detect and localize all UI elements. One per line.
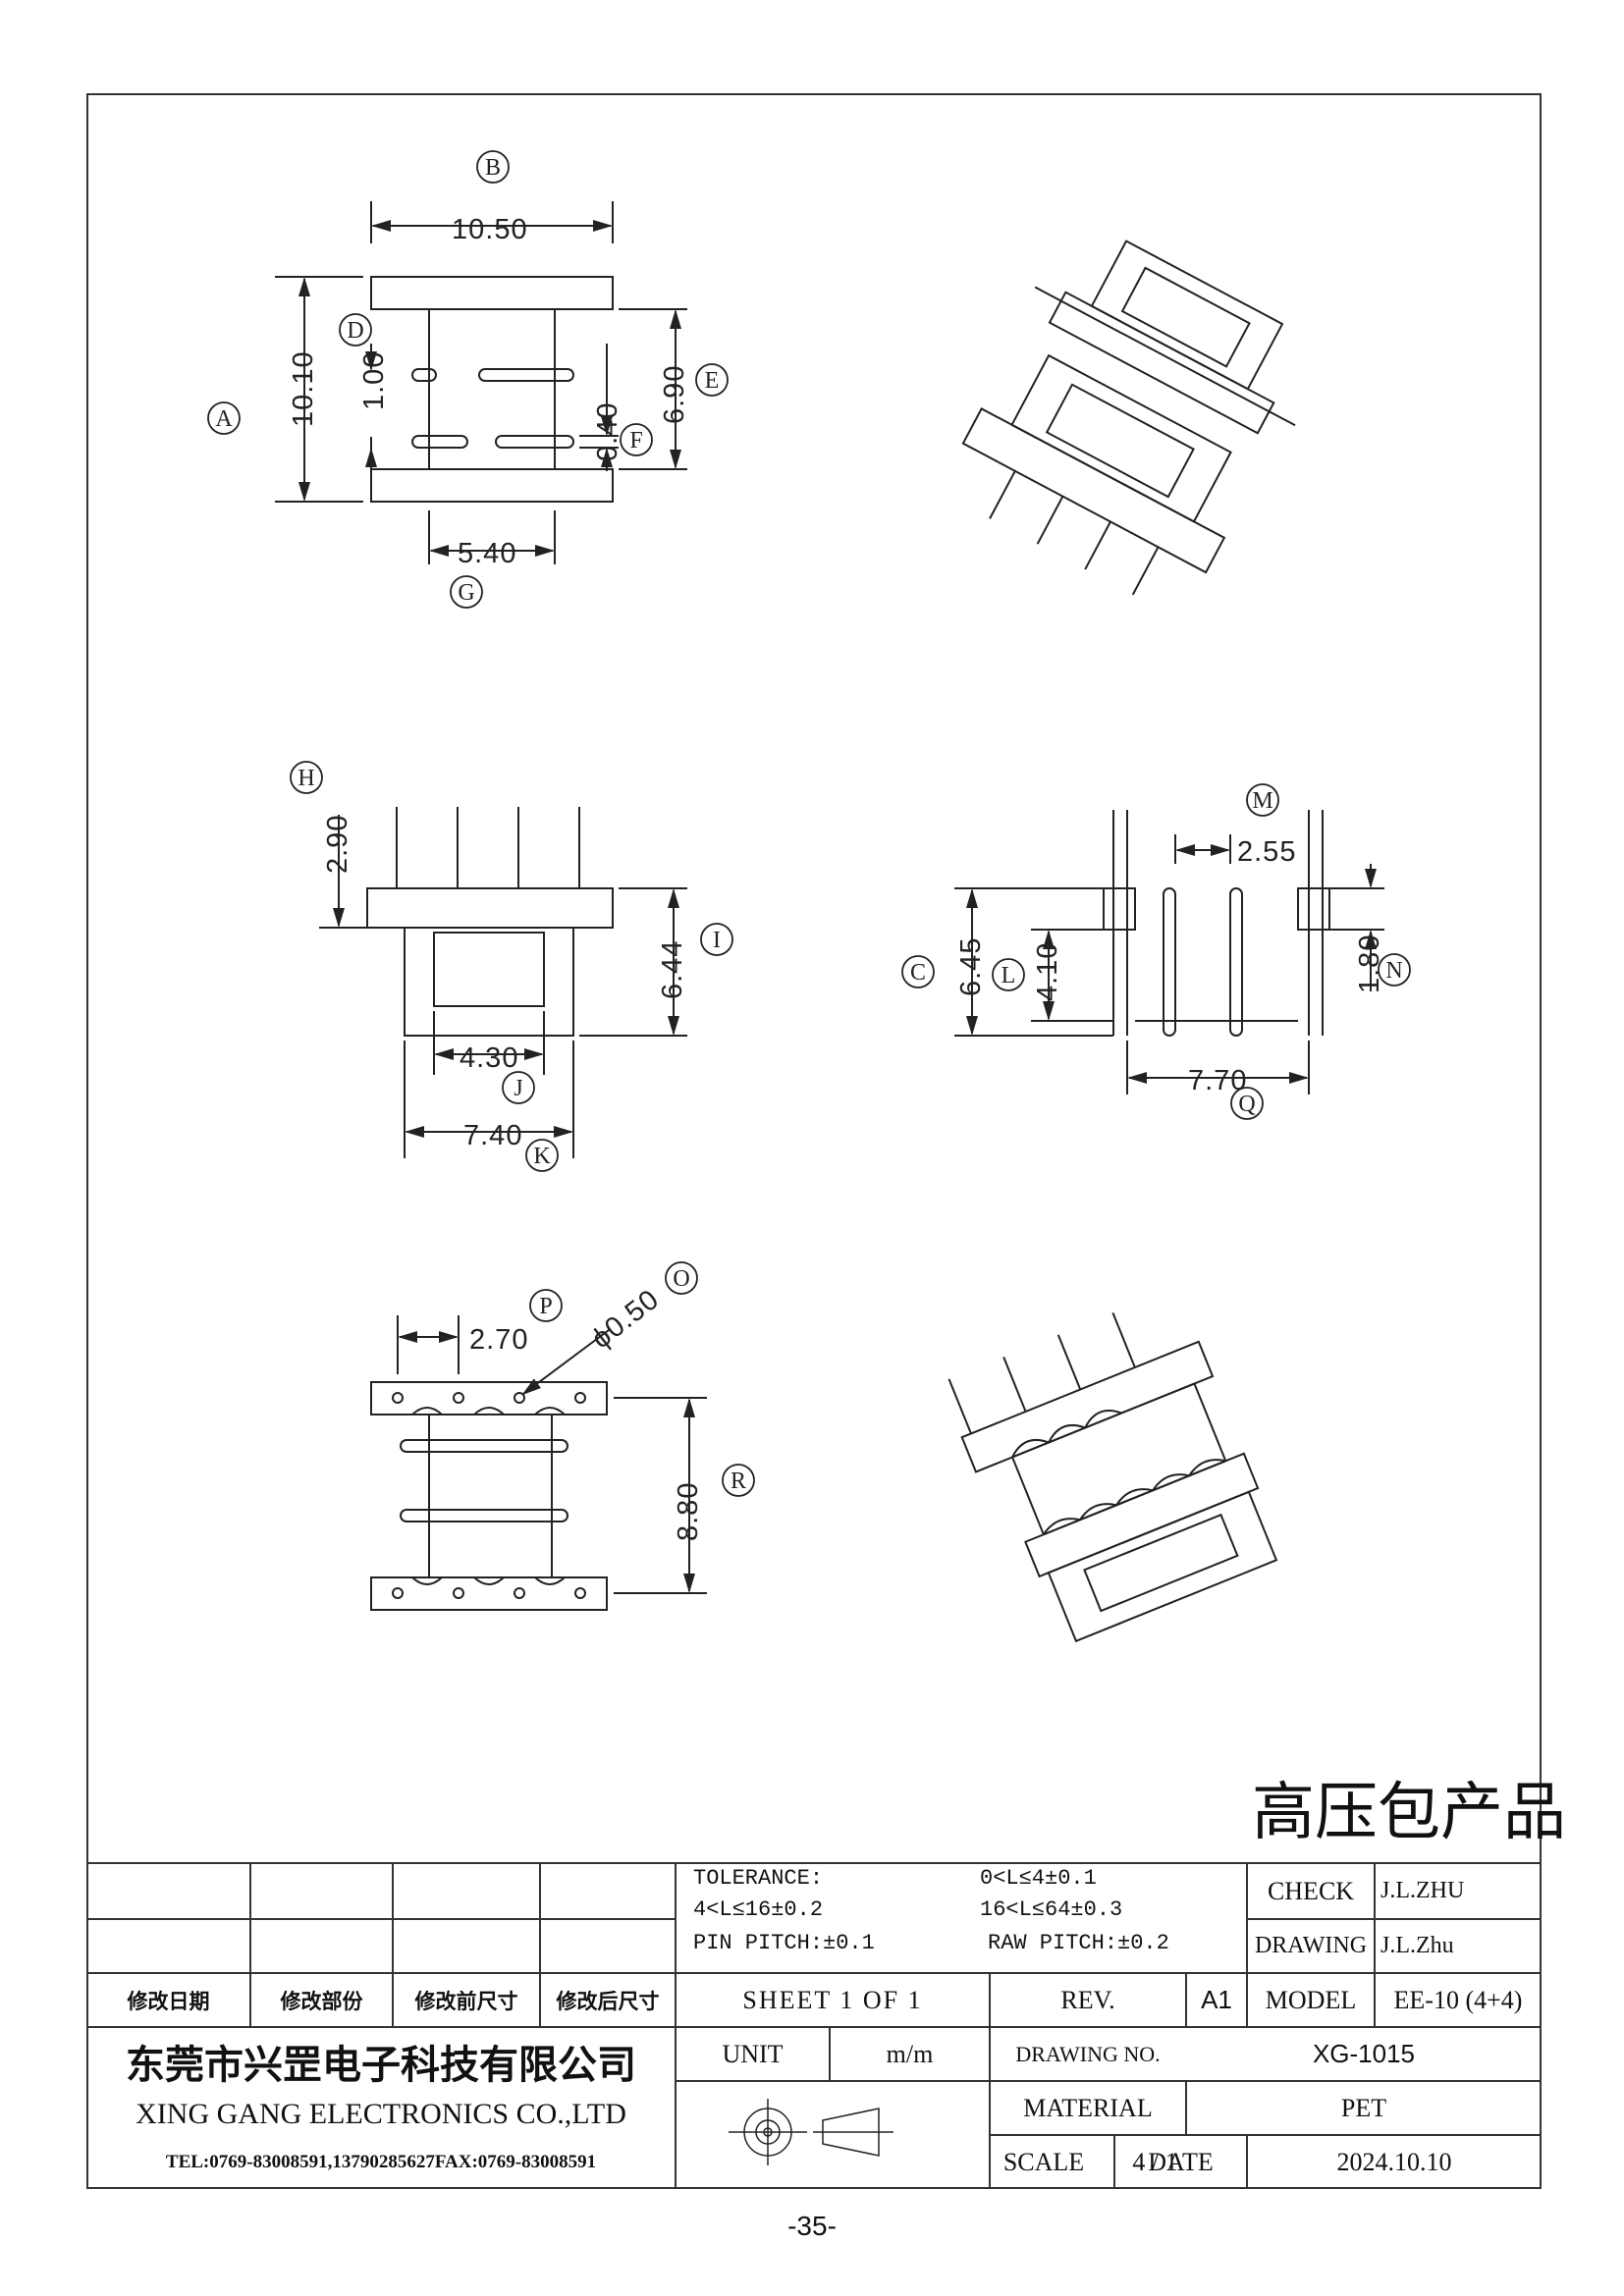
label-O: O [673, 1266, 689, 1292]
title-block-grid [86, 1862, 1542, 2189]
label-A: A [215, 406, 233, 432]
company-contact: TEL:0769-83008591,13790285627FAX:0769-83… [165, 2152, 597, 2172]
dim-O: ϕ0.50 [586, 1283, 666, 1355]
label-H: H [298, 766, 314, 791]
company-name-cn: 东莞市兴罡电子科技有限公司 [126, 2042, 636, 2088]
isometric-view-bottom [947, 1312, 1278, 1643]
label-C: C [910, 960, 926, 986]
isometric-view-top [961, 240, 1296, 596]
dim-J: 4.30 [460, 1042, 518, 1074]
date-value: 2024.10.10 [1336, 2147, 1452, 2176]
model-value: EE-10 (4+4) [1393, 1985, 1523, 2014]
label-G: G [458, 580, 474, 606]
scale-value: 4 / 1 [1132, 2147, 1178, 2176]
rev-label: REV. [1060, 1985, 1115, 2014]
dim-P: 2.70 [469, 1324, 528, 1356]
dim-G: 5.40 [458, 538, 516, 569]
tolerance-label: TOLERANCE: [693, 1865, 824, 1891]
top-view [275, 201, 687, 564]
unit-value: m/m [886, 2039, 934, 2068]
dim-E: 6.90 [659, 365, 690, 424]
label-Q: Q [1238, 1092, 1255, 1117]
label-J: J [514, 1076, 522, 1101]
label-K: K [533, 1144, 551, 1169]
rev-header-before: 修改前尺寸 [414, 1990, 518, 2013]
unit-label: UNIT [722, 2039, 784, 2068]
tolerance-range-1: 0<L≤4±0.1 [980, 1865, 1097, 1891]
label-D: D [347, 318, 363, 344]
sheet-info: SHEET 1 OF 1 [742, 1985, 923, 2014]
dim-M: 2.55 [1237, 836, 1296, 868]
material-label: MATERIAL [1023, 2093, 1153, 2122]
drawing-value: J.L.Zhu [1380, 1933, 1454, 1958]
label-B: B [485, 155, 501, 181]
pin-pitch: PIN PITCH:±0.1 [693, 1930, 875, 1955]
drawing-border [86, 93, 1542, 2189]
material-value: PET [1340, 2093, 1387, 2122]
projection-symbol-icon [729, 2099, 893, 2165]
label-E: E [705, 368, 720, 394]
callout-letters: B A D E F G H I J K M C L N Q P O R [215, 155, 1402, 1494]
callout-bubbles [207, 150, 1411, 1497]
drawing-no-label: DRAWING NO. [1015, 2041, 1161, 2066]
rev-header-part: 修改部份 [280, 1990, 363, 2013]
dim-D: 1.00 [358, 351, 390, 410]
label-F: F [629, 428, 642, 454]
dim-I: 6.44 [657, 940, 688, 999]
dim-C: 6.45 [955, 937, 987, 996]
dim-L: 4.10 [1032, 942, 1063, 1001]
dim-K: 7.40 [463, 1120, 522, 1151]
check-label: CHECK [1267, 1876, 1355, 1905]
label-N: N [1385, 958, 1402, 984]
drawing-no-value: XG-1015 [1312, 2039, 1416, 2068]
side-view [954, 810, 1384, 1095]
front-view [319, 807, 687, 1158]
scale-label: SCALE [1002, 2147, 1085, 2176]
drawing-label: DRAWING [1254, 1933, 1368, 1958]
dim-A: 10.10 [288, 350, 319, 427]
label-R: R [731, 1468, 746, 1494]
dim-H: 2.90 [322, 815, 353, 874]
product-title: 高压包产品 [1252, 1777, 1566, 1849]
label-P: P [539, 1294, 552, 1319]
page-number: -35- [787, 2211, 837, 2241]
rev-header-date: 修改日期 [127, 1990, 210, 2013]
label-M: M [1252, 788, 1272, 814]
tolerance-range-3: 16<L≤64±0.3 [980, 1896, 1123, 1922]
tolerance-range-2: 4<L≤16±0.2 [693, 1896, 824, 1922]
title-block: 修改日期 修改部份 修改前尺寸 修改后尺寸 TOLERANCE: 0<L≤4±0… [86, 1863, 1542, 2189]
bottom-view [370, 1315, 707, 1611]
dim-B: 10.50 [452, 214, 528, 245]
rev-value: A1 [1201, 1985, 1232, 2014]
check-value: J.L.ZHU [1380, 1878, 1465, 1903]
raw-pitch: RAW PITCH:±0.2 [988, 1930, 1169, 1955]
dim-F: 0.40 [592, 402, 623, 461]
rev-header-after: 修改后尺寸 [556, 1990, 660, 2013]
company-name-en: XING GANG ELECTRONICS CO.,LTD [135, 2098, 626, 2130]
dimension-values: 10.50 10.10 1.00 6.90 0.40 5.40 2.90 6.4… [288, 214, 1385, 1541]
label-I: I [713, 928, 721, 953]
model-label: MODEL [1265, 1985, 1357, 2014]
date-label: DATE [1148, 2147, 1214, 2176]
label-L: L [1001, 963, 1016, 988]
dim-R: 8.80 [673, 1482, 704, 1541]
